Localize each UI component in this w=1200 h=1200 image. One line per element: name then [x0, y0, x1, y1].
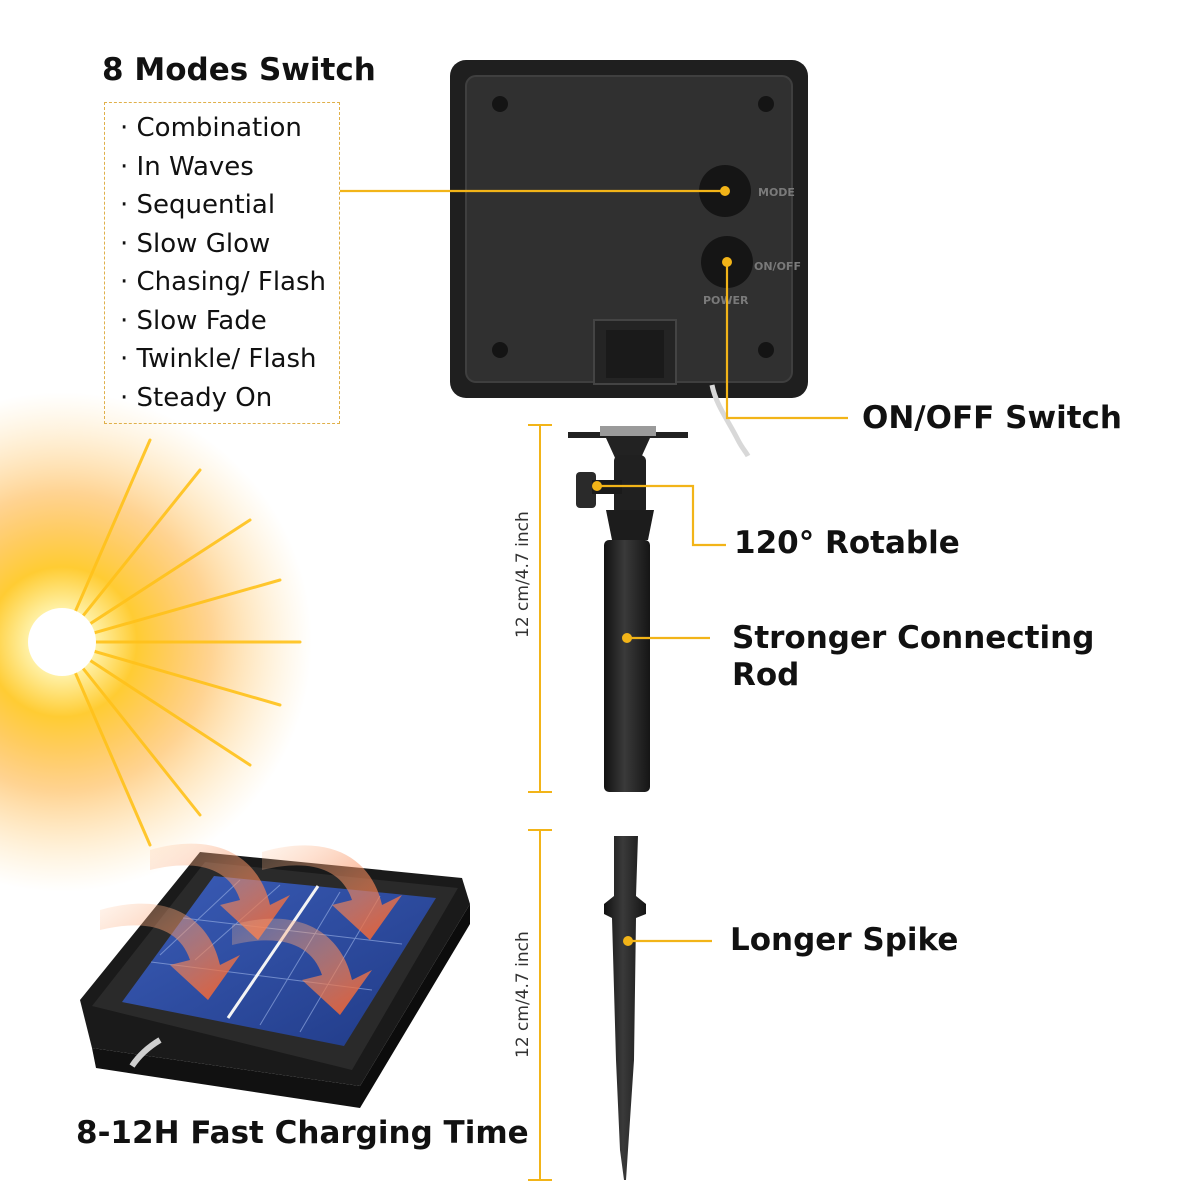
solar-panel-icon	[80, 852, 470, 1108]
sun-icon	[0, 392, 312, 892]
mode-item-slow-fade: · Slow Fade	[120, 306, 267, 336]
rod-label-line1: Stronger Connecting	[732, 620, 1095, 656]
mode-item-chasing-flash: · Chasing/ Flash	[120, 267, 327, 297]
charging-time-label: 8-12H Fast Charging Time	[76, 1115, 529, 1151]
onoff-leader-line	[725, 262, 848, 420]
spike-dimension-label: 12 cm/4.7 inch	[513, 931, 533, 1058]
rod-dimension-bracket	[528, 424, 552, 793]
onoff-marker	[722, 257, 732, 267]
rod-marker	[622, 633, 632, 643]
onoff-button-label: ON/OFF	[754, 260, 801, 273]
onoff-switch-label: ON/OFF Switch	[862, 400, 1122, 436]
mode-item-twinkle-flash: · Twinkle/ Flash	[120, 344, 317, 374]
rotatable-label: 120° Rotable	[734, 525, 960, 561]
modes-list-box	[104, 102, 340, 424]
mode-item-combination: · Combination	[120, 113, 302, 143]
connecting-rod	[568, 426, 688, 792]
mode-item-steady-on: · Steady On	[120, 383, 273, 413]
spike-dimension-bracket	[528, 829, 552, 1181]
control-box: MODE ON/OFF POWER	[450, 60, 808, 458]
mode-item-in-waves: · In Waves	[120, 152, 254, 182]
rotatable-marker	[592, 481, 602, 491]
mode-item-sequential: · Sequential	[120, 190, 276, 220]
modes-title: 8 Modes Switch	[102, 52, 376, 88]
mode-marker	[720, 186, 730, 196]
rod-label-line2: Rod	[732, 657, 800, 693]
mode-item-slow-glow: · Slow Glow	[120, 229, 271, 259]
rotatable-leader-line	[597, 484, 726, 547]
ground-spike	[604, 836, 646, 1180]
charging-arrow-icon	[100, 843, 402, 1015]
spike-marker	[623, 936, 633, 946]
spike-label: Longer Spike	[730, 922, 959, 958]
mode-button-label: MODE	[758, 186, 795, 199]
rod-dimension-label: 12 cm/4.7 inch	[513, 511, 533, 638]
